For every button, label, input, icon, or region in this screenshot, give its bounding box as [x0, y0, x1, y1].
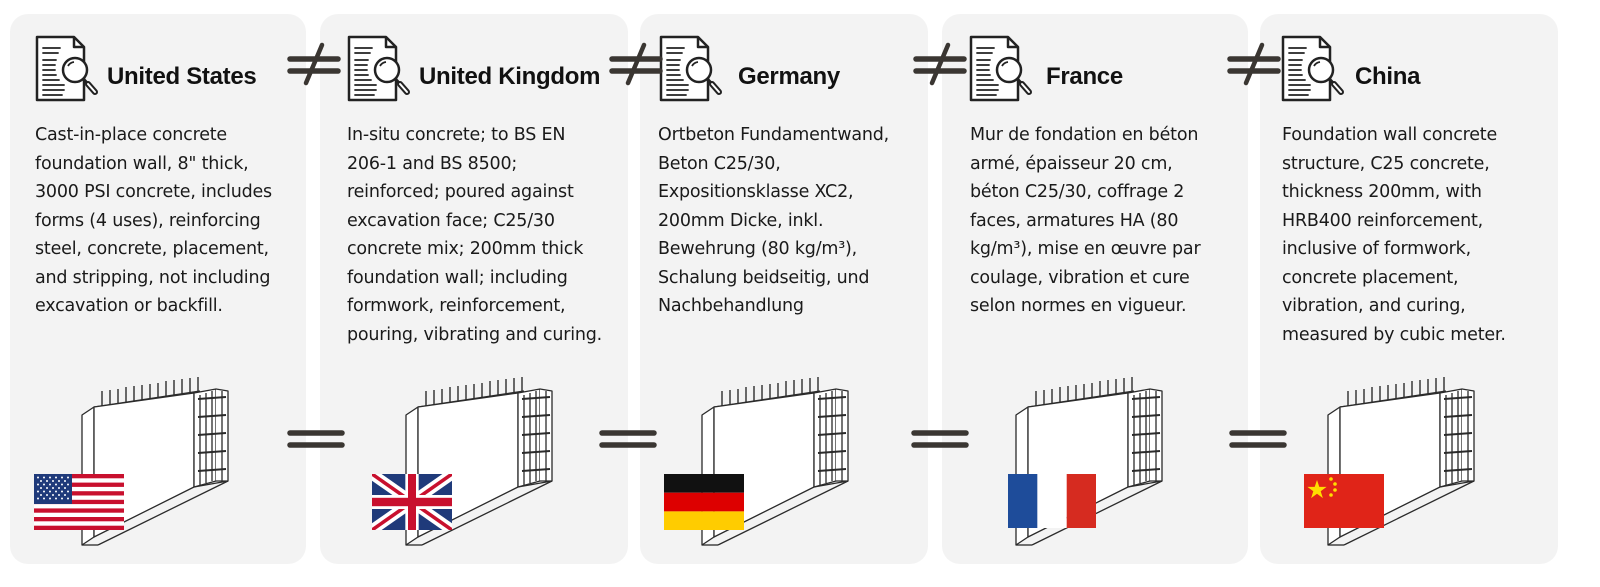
description-line: 200mm Dicke, inkl. — [658, 210, 824, 231]
uk-flag-icon — [372, 474, 452, 530]
not-equal-icon — [910, 39, 970, 87]
not-equal-icon — [606, 39, 666, 87]
description-line: inclusive of formwork, — [1282, 239, 1471, 259]
france-flag-icon — [1008, 474, 1096, 528]
document-search-icon — [968, 34, 1034, 104]
description-line: Ortbeton Fundamentwand, — [658, 125, 890, 145]
description-line: forms (4 uses), reinforcing — [35, 210, 261, 231]
description-line: Bewehrung (80 kg/m³), — [658, 239, 858, 259]
description-line: foundation wall, 8" thick, — [35, 153, 249, 174]
not-equal-icon — [1224, 39, 1284, 87]
description-line: concrete placement, — [1282, 267, 1459, 288]
card-china: China Foundation wall concrete structure… — [1260, 14, 1558, 564]
germany-flag-icon — [664, 474, 744, 530]
card-france: France Mur de fondation en béton armé, é… — [942, 14, 1248, 564]
description-line: faces, armatures HA (80 — [970, 210, 1179, 231]
description-line: thickness 200mm, with — [1282, 182, 1482, 202]
document-search-icon — [346, 34, 412, 104]
country-title: United States — [107, 63, 257, 90]
description: Mur de fondation en béton armé, épaisseu… — [970, 121, 1201, 321]
country-title: United Kingdom — [419, 63, 601, 90]
description-line: 206-1 and BS 8500; — [347, 153, 518, 174]
description-line: Schalung beidseitig, und — [658, 267, 870, 288]
description-line: selon normes en vigueur. — [970, 296, 1187, 316]
description-line: Expositionsklasse XC2, — [658, 182, 854, 202]
description-line: coulage, vibration et cure — [970, 267, 1190, 288]
description-line: béton C25/30, coffrage 2 — [970, 182, 1185, 202]
china-flag-icon — [1304, 474, 1384, 528]
description-line: measured by cubic meter. — [1282, 324, 1506, 345]
equal-icon — [598, 415, 658, 463]
description: Ortbeton Fundamentwand, Beton C25/30, Ex… — [658, 121, 889, 321]
description-line: Beton C25/30, — [658, 153, 781, 174]
description-line: armé, épaisseur 20 cm, — [970, 153, 1173, 174]
description-line: Cast-in-place concrete — [35, 125, 227, 145]
description-line: concrete mix; 200mm thick — [347, 239, 584, 259]
equal-icon — [1228, 415, 1288, 463]
description-line: structure, C25 concrete, — [1282, 153, 1490, 174]
description-line: reinforced; poured against — [347, 182, 574, 202]
card-united-states: United States Cast-in-place concrete fou… — [10, 14, 306, 564]
document-search-icon — [658, 34, 724, 104]
description: Cast-in-place concrete foundation wall, … — [35, 121, 272, 321]
country-title: Germany — [738, 63, 840, 90]
description-line: and stripping, not including — [35, 267, 271, 288]
description-line: formwork, reinforcement, — [347, 296, 566, 316]
description: Foundation wall concrete structure, C25 … — [1282, 121, 1506, 349]
description-line: Foundation wall concrete — [1282, 125, 1498, 145]
card-united-kingdom: United Kingdom In-situ concrete; to BS E… — [320, 14, 628, 564]
description-line: In-situ concrete; to BS EN — [347, 125, 566, 145]
description-line: steel, concrete, placement, — [35, 239, 269, 259]
description-line: Mur de fondation en béton — [970, 125, 1199, 145]
us-flag-icon — [34, 474, 124, 530]
description-line: excavation or backfill. — [35, 296, 223, 316]
country-title: China — [1355, 63, 1421, 90]
country-title: France — [1046, 63, 1123, 90]
description-line: 3000 PSI concrete, includes — [35, 182, 272, 202]
equal-icon — [910, 415, 970, 463]
document-search-icon — [34, 34, 100, 104]
description-line: vibration, and curing, — [1282, 296, 1466, 316]
not-equal-icon — [284, 39, 344, 87]
description-line: HRB400 reinforcement, — [1282, 210, 1484, 231]
description-line: kg/m³), mise en œuvre par — [970, 239, 1201, 259]
description-line: Nachbehandlung — [658, 296, 804, 316]
description: In-situ concrete; to BS EN 206-1 and BS … — [347, 121, 602, 349]
description-line: pouring, vibrating and curing. — [347, 324, 603, 345]
description-line: foundation wall; including — [347, 267, 568, 288]
document-search-icon — [1280, 34, 1346, 104]
equal-icon — [286, 415, 346, 463]
description-line: excavation face; C25/30 — [347, 210, 555, 231]
card-germany: Germany Ortbeton Fundamentwand, Beton C2… — [640, 14, 928, 564]
